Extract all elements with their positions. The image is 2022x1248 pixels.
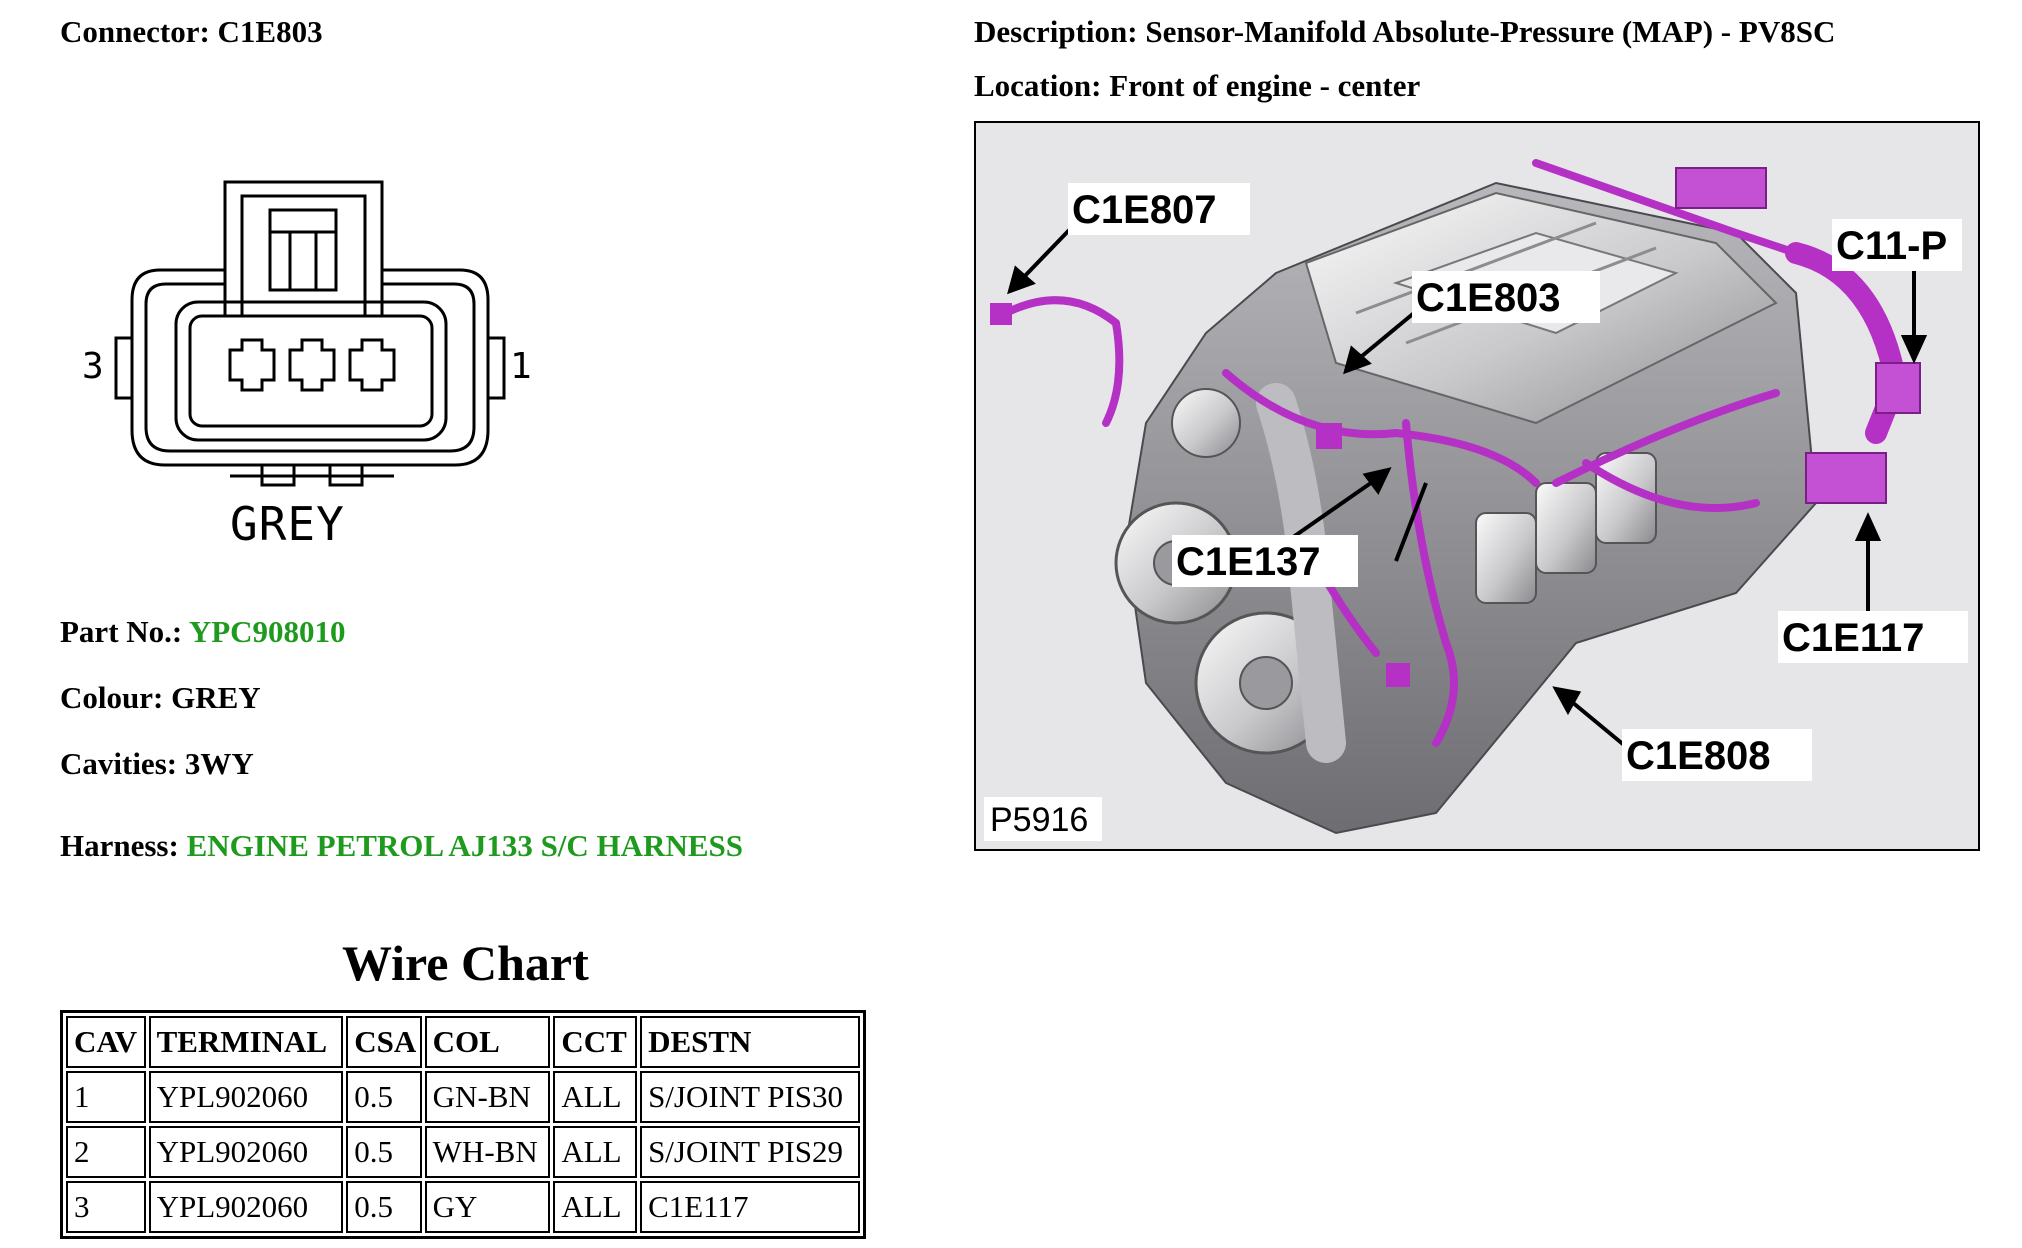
table-header-row: CAV TERMINAL CSA COL CCT DESTN	[66, 1016, 860, 1068]
callout-c1e803: C1E803	[1416, 276, 1561, 320]
colour-value: GREY	[171, 680, 261, 715]
table-row: 3 YPL902060 0.5 GY ALL C1E117	[66, 1181, 860, 1233]
header-col: COL	[424, 1016, 551, 1068]
callout-c11-p: C11-P	[1836, 224, 1947, 268]
header-destn: DESTN	[640, 1016, 860, 1068]
harness-line: Harness: ENGINE PETROL AJ133 S/C HARNESS	[60, 828, 743, 864]
colour-label: Colour:	[60, 680, 164, 715]
cell-csa: 0.5	[346, 1071, 422, 1123]
header-terminal: TERMINAL	[148, 1016, 344, 1068]
header-cav: CAV	[66, 1016, 146, 1068]
connector-heading: Connector: C1E803	[60, 14, 323, 50]
cell-cct: ALL	[553, 1071, 638, 1123]
description-value: Sensor-Manifold Absolute-Pressure (MAP) …	[1145, 14, 1836, 49]
location-label: Location:	[974, 68, 1102, 103]
location-value: Front of engine - center	[1109, 68, 1421, 103]
connector-face-drawing: 3 1 GREY	[82, 180, 532, 550]
cell-cav: 3	[66, 1181, 146, 1233]
connector-label: Connector:	[60, 14, 210, 49]
table-row: 2 YPL902060 0.5 WH-BN ALL S/JOINT PIS29	[66, 1126, 860, 1178]
cell-destn: C1E117	[640, 1181, 860, 1233]
cell-col: GN-BN	[424, 1071, 551, 1123]
callout-c1e808: C1E808	[1626, 734, 1771, 778]
engine-illustration: C1E807 C1E803 C11-P C1E137 C1E117 C1E808…	[984, 159, 1968, 841]
callout-c1e117: C1E117	[1782, 616, 1924, 660]
callout-c1e807: C1E807	[1072, 188, 1217, 232]
figure-id: P5916	[990, 801, 1088, 839]
description-line: Description: Sensor-Manifold Absolute-Pr…	[974, 14, 1835, 50]
cell-cav: 2	[66, 1126, 146, 1178]
callout-c1e137: C1E137	[1176, 540, 1321, 584]
cell-cav: 1	[66, 1071, 146, 1123]
harness-link[interactable]: ENGINE PETROL AJ133 S/C HARNESS	[186, 828, 743, 863]
cell-cct: ALL	[553, 1181, 638, 1233]
cell-csa: 0.5	[346, 1126, 422, 1178]
part-no-label: Part No.:	[60, 614, 183, 649]
cell-terminal: YPL902060	[148, 1071, 344, 1123]
location-line: Location: Front of engine - center	[974, 68, 1420, 104]
cell-col: GY	[424, 1181, 551, 1233]
description-label: Description:	[974, 14, 1138, 49]
pin-3-label: 3	[82, 346, 104, 387]
cell-destn: S/JOINT PIS30	[640, 1071, 860, 1123]
colour-line: Colour: GREY	[60, 680, 261, 716]
cavities-label: Cavities:	[60, 746, 178, 781]
part-no-link[interactable]: YPC908010	[188, 614, 346, 649]
cavities-value: 3WY	[184, 746, 254, 781]
engine-location-figure: C1E807 C1E803 C11-P C1E137 C1E117 C1E808…	[974, 121, 1980, 851]
harness-label: Harness:	[60, 828, 179, 863]
header-csa: CSA	[346, 1016, 422, 1068]
harness-highlight	[1002, 159, 1800, 747]
cavities-line: Cavities: 3WY	[60, 746, 254, 782]
cell-csa: 0.5	[346, 1181, 422, 1233]
connector-id: C1E803	[217, 14, 323, 49]
cell-terminal: YPL902060	[148, 1126, 344, 1178]
cell-cct: ALL	[553, 1126, 638, 1178]
wire-chart-title: Wire Chart	[342, 935, 589, 991]
cell-terminal: YPL902060	[148, 1181, 344, 1233]
cell-destn: S/JOINT PIS29	[640, 1126, 860, 1178]
header-cct: CCT	[553, 1016, 638, 1068]
table-row: 1 YPL902060 0.5 GN-BN ALL S/JOINT PIS30	[66, 1071, 860, 1123]
pin-1-label: 1	[510, 346, 532, 387]
cell-col: WH-BN	[424, 1126, 551, 1178]
part-no-line: Part No.: YPC908010	[60, 614, 346, 650]
wire-chart-table: CAV TERMINAL CSA COL CCT DESTN 1 YPL9020…	[60, 1010, 866, 1239]
face-colour-label: GREY	[230, 497, 345, 550]
